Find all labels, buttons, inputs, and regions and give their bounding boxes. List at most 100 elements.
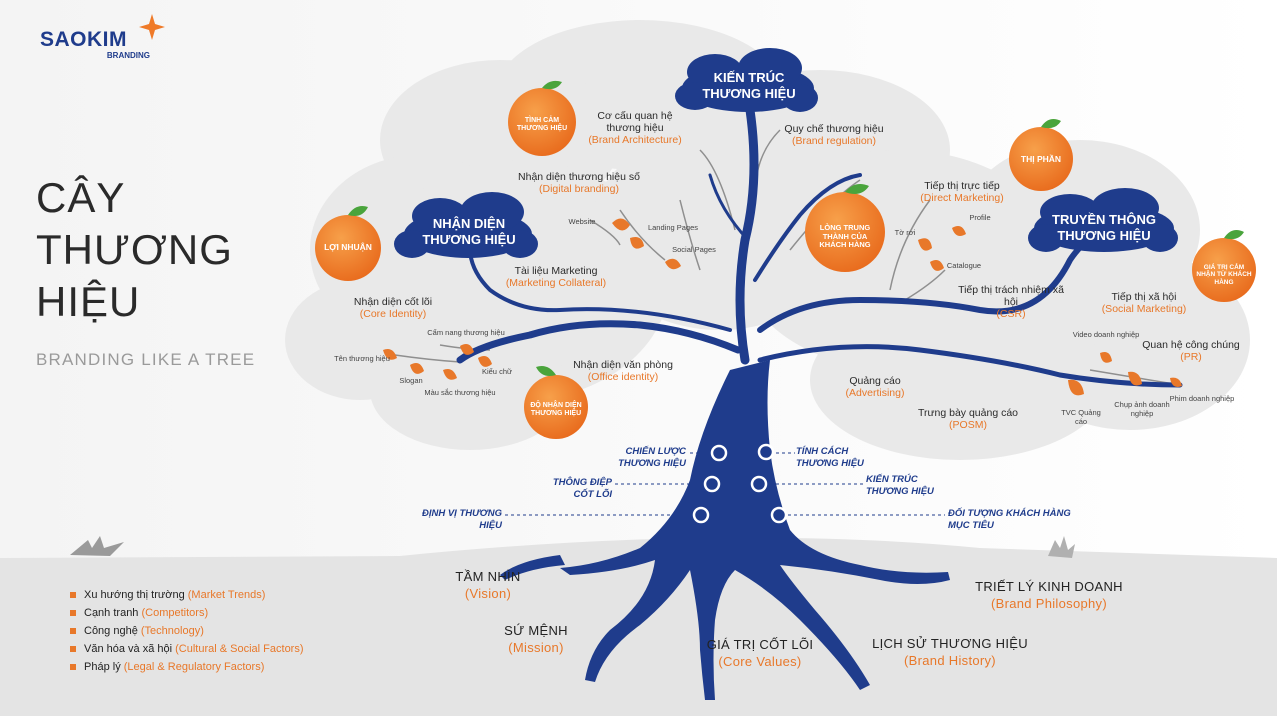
title-line-3: HIỆU: [36, 278, 141, 325]
root-gia-tri: GIÁ TRỊ CỐT LÕI (Core Values): [690, 637, 830, 671]
leaf-ten: Tên thương hiệu: [334, 354, 390, 363]
leaf-kieu-chu: Kiểu chữ: [481, 367, 513, 376]
legend-item-technology: Công nghệ (Technology): [70, 625, 204, 637]
legend-item-legal: Pháp lý (Legal & Regulatory Factors): [70, 661, 264, 673]
branch-tai-lieu-en: (Marketing Collateral): [505, 277, 607, 290]
root-su-menh-en: (Mission): [508, 639, 564, 655]
branch-csr: Tiếp thị trách nhiệm xã hội (CSR): [952, 284, 1070, 320]
branch-quang-cao-vi: Quảng cáo: [849, 375, 901, 387]
branch-quy-che-en: (Brand regulation): [791, 135, 877, 148]
branch-truc-tiep-en: (Direct Marketing): [920, 192, 1004, 205]
bullet-square-icon: [70, 610, 76, 617]
cloud-kien-truc: KIẾN TRÚC THƯƠNG HIỆU: [702, 70, 796, 101]
root-su-menh: SỨ MỆNH (Mission): [486, 623, 586, 657]
value-kien-truc: KIẾN TRÚC THƯƠNG HIỆU: [866, 474, 934, 497]
bullet-square-icon: [70, 592, 76, 599]
fruit-long-trung-thanh: LÒNG TRUNG THÀNH CỦA KHÁCH HÀNG: [819, 223, 871, 250]
leaf-profile: Profile: [969, 213, 991, 222]
value-dinh-vi: ĐỊNH VỊ THƯƠNG HIỆU: [421, 508, 502, 531]
branch-posm: Trưng bày quảng cáo (POSM): [908, 407, 1028, 431]
branch-pr-vi: Quan hệ công chúng: [1142, 339, 1240, 351]
title-line-1: CÂY: [36, 174, 126, 221]
fruit-tinh-cam: TÌNH CẢM THƯƠNG HIỆU: [516, 117, 568, 133]
branch-digital-vi: Nhận diện thương hiệu số: [518, 171, 640, 183]
branch-pr-en: (PR): [1180, 351, 1202, 364]
root-triet-ly: TRIẾT LÝ KINH DOANH (Brand Philosophy): [956, 579, 1142, 613]
leaf-video: Video doanh nghiệp: [1072, 330, 1140, 339]
branch-cot-loi-en: (Core Identity): [359, 308, 427, 321]
branches: [456, 105, 1183, 388]
root-gia-tri-vi: GIÁ TRỊ CỐT LÕI: [706, 637, 814, 652]
branch-co-cau-vi: Cơ cấu quan hệ thương hiệu: [597, 110, 673, 135]
value-thong-diep: THÔNG ĐIỆP CỐT LÕI: [552, 477, 612, 500]
leaf-website: Website: [568, 217, 596, 226]
root-gia-tri-en: (Core Values): [718, 653, 802, 669]
root-tam-nhin-vi: TẦM NHÌN: [455, 569, 521, 584]
branch-tai-lieu-vi: Tài liệu Marketing: [514, 265, 598, 277]
leaf-to-roi: Tờ rơi: [894, 228, 916, 237]
legend-item-label: Công nghệ: [84, 625, 138, 637]
bullet-square-icon: [70, 664, 76, 671]
clouds: [394, 48, 1178, 258]
leaf-cam-nang: Cẩm nang thương hiệu: [427, 328, 505, 337]
root-triet-ly-en: (Brand Philosophy): [991, 595, 1107, 611]
page-subtitle: BRANDING LIKE A TREE: [36, 350, 256, 369]
leaf-catalogue: Catalogue: [946, 261, 982, 270]
legend-item-label: Văn hóa và xã hội: [84, 643, 173, 655]
fruit-loi-nhuan: LỢI NHUẬN: [324, 242, 372, 252]
page-title: CÂY THƯƠNG HIỆU: [36, 172, 233, 328]
logo-wordmark: SAOKIM: [40, 28, 127, 51]
leaf-social-pages: Social Pages: [672, 245, 716, 254]
fruit-do-nhan-dien: ĐỘ NHẬN DIỆN THƯƠNG HIỆU: [530, 402, 582, 418]
branch-truc-tiep: Tiếp thị trực tiếp (Direct Marketing): [906, 180, 1018, 204]
branch-truc-tiep-vi: Tiếp thị trực tiếp: [924, 180, 1000, 192]
fruit-gia-tri-cam-nhan: GIÁ TRỊ CẢM NHẬN TỪ KHÁCH HÀNG: [1196, 264, 1252, 286]
leaf-phim: Phim doanh nghiệp: [1169, 394, 1235, 403]
legend-item-en: (Technology): [140, 625, 204, 637]
root-lich-su-en: (Brand History): [904, 652, 996, 668]
leaf-landing: Landing Pages: [647, 223, 699, 232]
branch-cot-loi-vi: Nhận diện cốt lõi: [353, 296, 433, 308]
legend-item-competitors: Cạnh tranh (Competitors): [70, 607, 208, 619]
value-doi-tuong: ĐỐI TƯỢNG KHÁCH HÀNG MỤC TIÊU: [948, 508, 1071, 531]
legend-item-label: Pháp lý: [84, 661, 121, 673]
branch-csr-en: (CSR): [996, 308, 1026, 321]
root-triet-ly-vi: TRIẾT LÝ KINH DOANH: [975, 579, 1123, 594]
trunk: [500, 360, 950, 700]
ground: [0, 537, 1277, 716]
root-su-menh-vi: SỨ MỆNH: [504, 623, 568, 638]
branch-van-phong-en: (Office identity): [587, 371, 659, 384]
branch-van-phong-vi: Nhận diện văn phòng: [573, 359, 673, 371]
branch-xa-hoi: Tiếp thị xã hội (Social Marketing): [1092, 291, 1196, 315]
legend-item-en: (Competitors): [141, 607, 209, 619]
root-lich-su-vi: LỊCH SỬ THƯƠNG HIỆU: [872, 636, 1028, 651]
fruits: [315, 80, 1256, 439]
legend-item-en: (Market Trends): [187, 589, 266, 601]
logo-sub: BRANDING: [106, 51, 150, 60]
branch-digital: Nhận diện thương hiệu số (Digital brandi…: [508, 171, 650, 195]
logo-star-icon: [139, 14, 165, 40]
leaf-slogan: Slogan: [399, 376, 423, 385]
cloud-nhan-dien: NHẬN DIỆN THƯƠNG HIỆU: [422, 216, 516, 247]
branch-posm-vi: Trưng bày quảng cáo: [917, 407, 1019, 419]
bullet-square-icon: [70, 628, 76, 635]
legend-item-en: (Legal & Regulatory Factors): [123, 661, 265, 673]
title-line-2: THƯƠNG: [36, 226, 233, 273]
leaf-tvc: TVC Quảng cáo: [1061, 408, 1101, 426]
legend-item-en: (Cultural & Social Factors): [175, 643, 304, 655]
leaf-chup-anh: Chụp ảnh doanh nghiệp: [1114, 400, 1170, 418]
value-chien-luoc: CHIẾN LƯỢC THƯƠNG HIỆU: [618, 446, 686, 469]
root-tam-nhin-en: (Vision): [464, 585, 512, 601]
legend-item-cultural: Văn hóa và xã hội (Cultural & Social Fac…: [70, 643, 304, 655]
branch-xa-hoi-vi: Tiếp thị xã hội: [1111, 291, 1177, 303]
branch-quy-che-vi: Quy chế thương hiệu: [784, 123, 884, 135]
branch-pr: Quan hệ công chúng (PR): [1136, 339, 1246, 363]
root-tam-nhin: TẦM NHÌN (Vision): [438, 569, 538, 603]
bullet-square-icon: [70, 646, 76, 653]
cloud-truyen-thong: TRUYỀN THÔNG THƯƠNG HIỆU: [1052, 212, 1156, 243]
legend-item-market-trends: Xu hướng thị trường (Market Trends): [70, 589, 265, 601]
branch-van-phong: Nhận diện văn phòng (Office identity): [562, 359, 684, 383]
branch-quang-cao-en: (Advertising): [845, 387, 905, 400]
